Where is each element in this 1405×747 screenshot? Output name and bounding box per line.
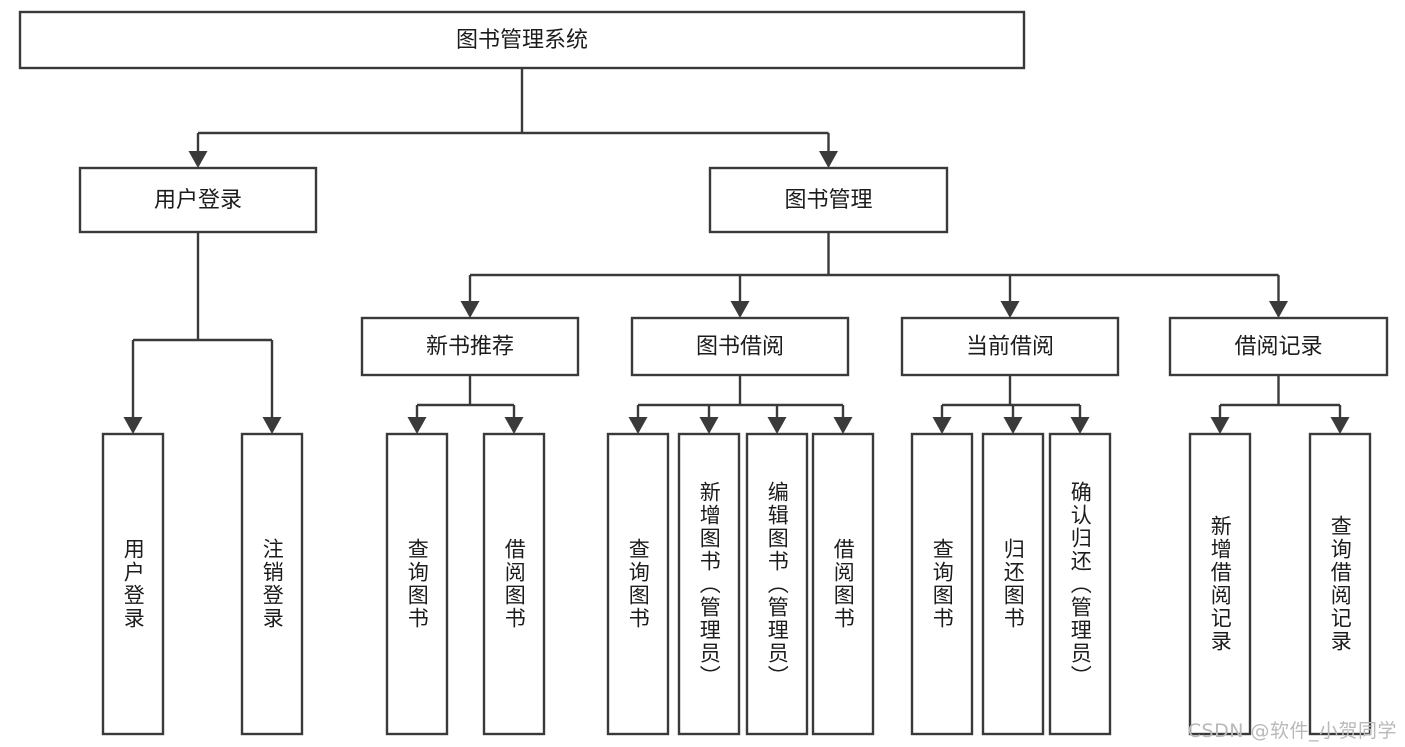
node-box-borrow-record[interactable] [1168,316,1389,377]
node-box-user-login[interactable] [78,166,318,234]
node-label-borrow-record: 借阅记录 [1234,335,1322,360]
node-label-book-borrow: 图书借阅 [696,335,784,360]
node-box-leaf-return-book[interactable] [981,432,1045,736]
connector-layer [123,68,1350,434]
node-box-book-manage[interactable] [708,166,949,234]
node-box-leaf-query-record[interactable] [1308,432,1372,736]
node-box-leaf-edit-book[interactable] [745,432,809,736]
node-label-current-borrow: 当前借阅 [966,335,1054,360]
node-box-leaf-confirm-return[interactable] [1048,432,1112,736]
node-box-leaf-user-login[interactable] [101,432,165,736]
node-label-new-book-recommend: 新书推荐 [426,335,514,360]
csdn-watermark: CSDN @软件_小贺同学 [1187,720,1397,742]
node-box-new-book-recommend[interactable] [360,316,580,377]
node-box-current-borrow[interactable] [900,316,1120,377]
node-box-leaf-borrow-book-2[interactable] [811,432,875,736]
node-label-root: 图书管理系统 [456,28,588,53]
node-box-book-borrow[interactable] [630,316,850,377]
node-box-leaf-query-book-3[interactable] [910,432,974,736]
node-box-leaf-query-book-2[interactable] [606,432,670,736]
node-box-layer [18,10,1389,736]
node-label-book-manage: 图书管理 [784,188,872,213]
node-label-user-login: 用户登录 [154,188,242,213]
node-box-leaf-borrow-book-1[interactable] [482,432,546,736]
node-box-leaf-logout[interactable] [240,432,304,736]
node-box-leaf-add-record[interactable] [1188,432,1252,736]
node-box-leaf-add-book[interactable] [677,432,741,736]
node-box-leaf-query-book-1[interactable] [385,432,449,736]
node-box-root[interactable] [18,10,1026,70]
